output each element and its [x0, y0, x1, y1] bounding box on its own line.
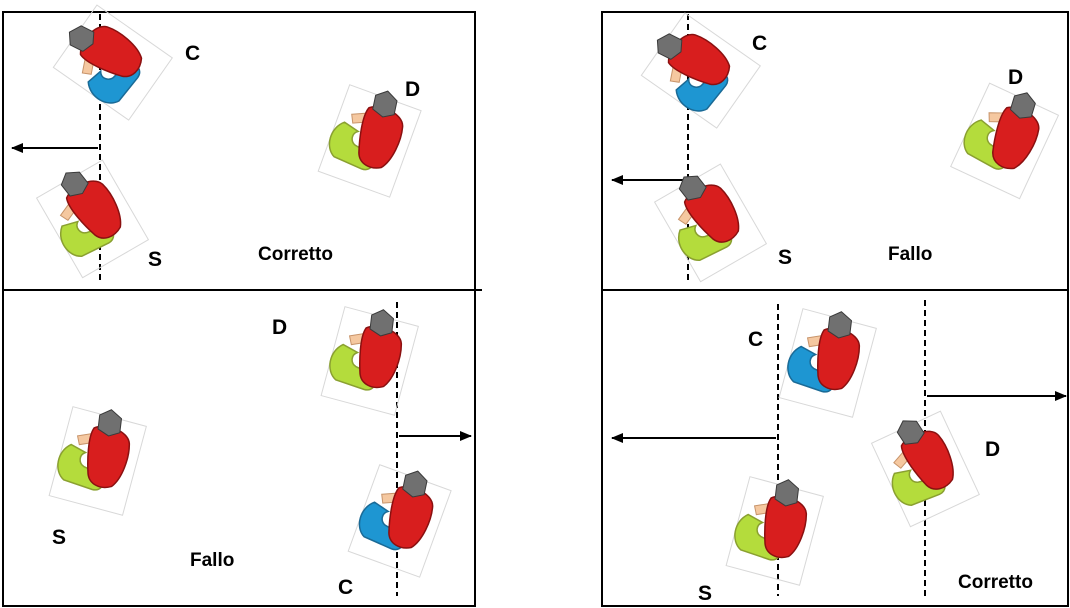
player-label: S [698, 582, 712, 605]
player-s: S [698, 469, 826, 605]
player-label: S [148, 248, 162, 271]
person-icon [650, 157, 768, 283]
caption: Fallo [888, 244, 932, 265]
person-icon [725, 469, 826, 586]
panel-bottom-left: D S C Fallo [48, 299, 472, 599]
panel-top-left: C D S Corretto [11, 0, 425, 282]
player-d: D [317, 77, 425, 198]
person-icon [48, 399, 149, 516]
player-label: D [985, 438, 1000, 461]
player-label: C [748, 328, 763, 351]
player-s: S [650, 157, 792, 283]
player-label: D [1008, 66, 1023, 89]
person-icon [347, 457, 455, 578]
person-icon [32, 153, 150, 279]
player-d: D [867, 404, 1000, 528]
player-label: D [405, 78, 420, 101]
player-label: D [272, 316, 287, 339]
panel-bottom-right: C D S Corretto [611, 300, 1067, 605]
caption: Corretto [958, 572, 1033, 593]
player-label: C [338, 576, 353, 599]
player-label: S [778, 246, 792, 269]
player-s: S [48, 399, 149, 549]
person-icon [867, 404, 981, 528]
person-icon [634, 8, 762, 129]
panel-bottom-left-frame [2, 289, 476, 607]
person-icon [778, 301, 879, 418]
player-c: C [634, 8, 767, 129]
player-c: C [338, 457, 455, 599]
panel-bottom-right-frame [601, 289, 1069, 607]
caption: Fallo [190, 550, 234, 571]
player-label: S [52, 526, 66, 549]
player-d: D [949, 66, 1063, 200]
caption: Corretto [258, 244, 333, 265]
person-icon [320, 299, 421, 416]
player-label: C [752, 32, 767, 55]
player-s: S [32, 153, 162, 279]
panel-top-right: C D S Fallo [611, 8, 1063, 283]
person-icon [46, 0, 174, 121]
panel-frames [2, 11, 1069, 607]
player-d: D [272, 299, 421, 416]
player-c: C [748, 301, 879, 418]
player-c: C [46, 0, 200, 121]
person-icon [949, 76, 1063, 200]
player-label: C [185, 42, 200, 65]
